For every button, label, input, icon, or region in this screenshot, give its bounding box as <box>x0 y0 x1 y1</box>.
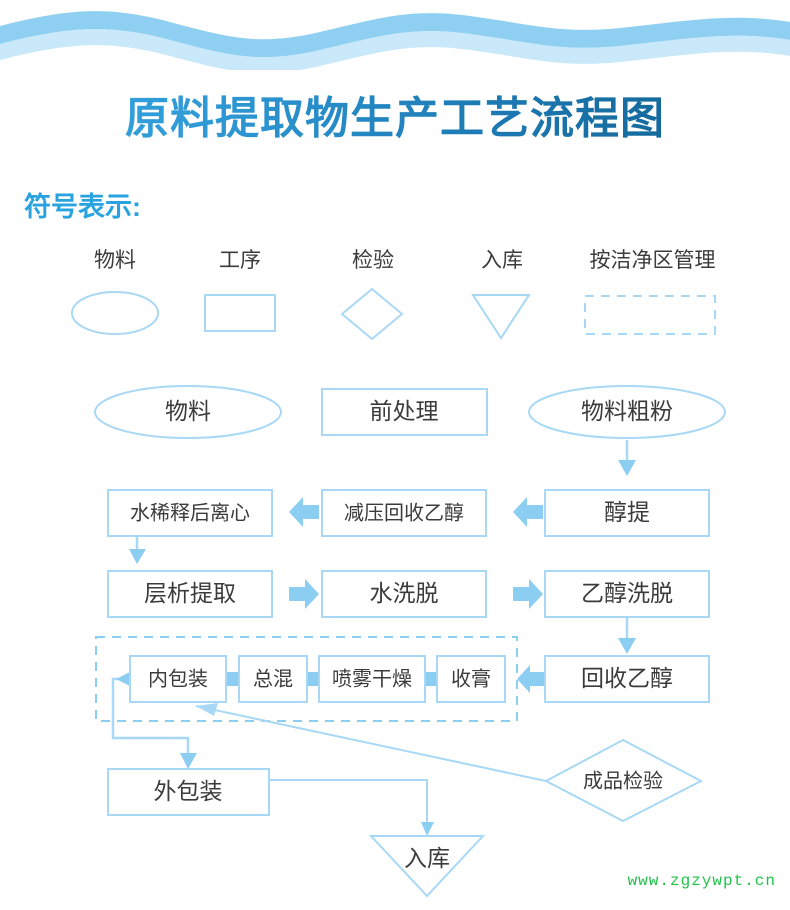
node-jianyahuishou[interactable]: 减压回收乙醇 <box>321 489 487 537</box>
node-label-shougao: 收膏 <box>451 667 491 690</box>
node-label-wuliaocufen: 物料粗粉 <box>581 398 673 424</box>
connector-jianyahuishou-to-shuixishi <box>289 497 319 527</box>
node-zonghun[interactable]: 总混 <box>238 655 308 703</box>
legend-heading: 符号表示: <box>24 192 141 222</box>
node-label-waibaozhuang: 外包装 <box>154 778 223 804</box>
node-chengpinjianyan[interactable]: 成品检验 <box>543 738 704 823</box>
node-label-wuliao: 物料 <box>165 398 211 424</box>
node-shuixishi[interactable]: 水稀释后离心 <box>107 489 273 537</box>
connector-chunti-to-jianyahuishou <box>513 497 543 527</box>
node-shougao[interactable]: 收膏 <box>436 655 506 703</box>
node-label-shuixituo: 水洗脱 <box>370 580 439 606</box>
node-label-jianyahuishou: 减压回收乙醇 <box>344 501 464 524</box>
node-label-huishouyichun: 回收乙醇 <box>581 665 673 691</box>
node-label-penwuganzao: 喷雾干燥 <box>332 667 412 690</box>
node-cengxi[interactable]: 层析提取 <box>107 570 273 618</box>
node-ruku[interactable]: 入库 <box>368 835 486 898</box>
node-chunti[interactable]: 醇提 <box>544 489 710 537</box>
node-label-chunti: 醇提 <box>604 499 650 525</box>
legend-shape-dashed-rectangle <box>584 295 716 335</box>
node-label-zonghun: 总混 <box>253 667 293 690</box>
wave-band-dark <box>0 11 790 58</box>
legend-label-clean-area: 按洁净区管理 <box>589 249 716 272</box>
node-shuixituo[interactable]: 水洗脱 <box>321 570 487 618</box>
connector-shuixishi-to-cengxi <box>129 537 146 564</box>
connector-shuixituo-to-yichunxituo <box>513 579 543 609</box>
node-label-shuixishi: 水稀释后离心 <box>130 501 250 524</box>
connector-wuliaocufen-to-chunti <box>618 440 636 476</box>
connector-neibaozhuang-to-waibaozhuang <box>111 672 197 769</box>
page-title: 原料提取物生产工艺流程图 <box>0 94 790 145</box>
node-wuliao[interactable]: 物料 <box>94 385 282 439</box>
node-label-yichunxituo: 乙醇洗脱 <box>581 580 673 606</box>
node-label-chengpinjianyan: 成品检验 <box>583 769 663 792</box>
legend-shape-rectangle <box>204 294 276 332</box>
node-huishouyichun[interactable]: 回收乙醇 <box>544 655 710 703</box>
node-wuliaocufen[interactable]: 物料粗粉 <box>528 385 726 439</box>
wave-header-decoration <box>0 11 790 70</box>
legend-label-inspection: 检验 <box>352 249 394 272</box>
legend-shape-triangle-down <box>471 294 531 340</box>
legend-label-warehousing: 入库 <box>481 249 523 272</box>
node-neibaozhuang[interactable]: 内包装 <box>129 655 227 703</box>
clean-area-boundary <box>95 636 518 722</box>
connector-chengpinjianyan-to-neibaozhuang <box>195 703 547 782</box>
legend-shape-ellipse <box>71 291 159 335</box>
connector-waibaozhuang-to-ruku <box>269 779 434 836</box>
connector-cengxi-to-shuixituo <box>289 579 319 609</box>
legend-shape-diamond <box>340 287 404 341</box>
node-yichunxituo[interactable]: 乙醇洗脱 <box>544 570 710 618</box>
wave-band-light <box>0 29 790 70</box>
connector-yichunxituo-to-huishouyichun <box>618 618 636 654</box>
connector-huishouyichun-to-shougao <box>517 665 545 693</box>
node-label-ruku: 入库 <box>404 845 450 871</box>
node-penwuganzao[interactable]: 喷雾干燥 <box>318 655 426 703</box>
node-qianchuli[interactable]: 前处理 <box>321 388 488 436</box>
legend-label-material: 物料 <box>94 249 136 272</box>
node-label-qianchuli: 前处理 <box>370 398 439 424</box>
node-label-neibaozhuang: 内包装 <box>148 667 208 690</box>
node-waibaozhuang[interactable]: 外包装 <box>107 768 270 816</box>
site-watermark: www.zgzywpt.cn <box>627 872 776 890</box>
node-label-cengxi: 层析提取 <box>144 580 236 606</box>
legend-label-process: 工序 <box>219 249 261 272</box>
